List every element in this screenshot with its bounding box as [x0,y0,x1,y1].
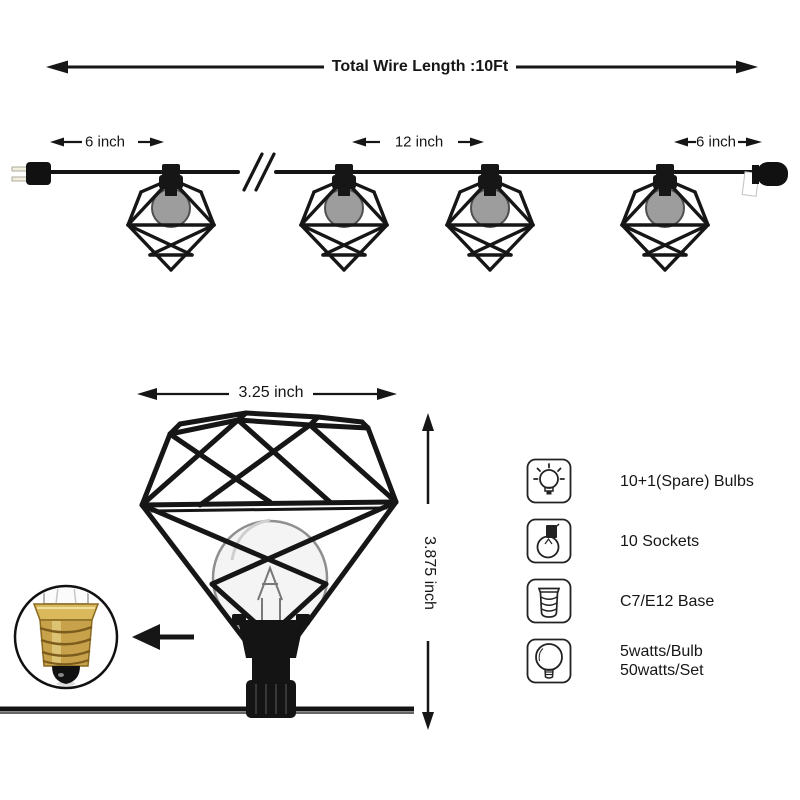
cage-light-2 [299,162,389,272]
cage-light-4 [620,162,710,272]
spec-row-watts: 5watts/Bulb 50watts/Set [526,638,754,684]
spec-list: 10+1(Spare) Bulbs 10 Sockets C7/E12 Bas [526,458,754,698]
inset-pointer-arrow [132,624,194,650]
detail-socket [232,614,310,718]
globe-bulb-icon [526,638,572,684]
cage-light-1 [126,162,216,272]
detail-wire [0,706,414,714]
segment-label-middle: 12 inch [394,133,444,151]
shining-bulb-icon [526,458,572,504]
connector-body [757,162,788,186]
plug-prong [11,166,29,172]
spec-row-bulbs: 10+1(Spare) Bulbs [526,458,754,504]
end-connector [741,162,788,197]
spec-label-watts: 5watts/Bulb 50watts/Set [620,642,704,680]
cage-height-label: 3.875 inch [421,536,438,610]
spec-label-watts-line1: 5watts/Bulb [620,643,703,660]
cage-width-label: 3.25 inch [238,384,304,401]
detail-cage-wires [139,410,399,655]
cage-light-3 [445,162,535,272]
base-closeup-inset [13,584,194,690]
spec-label-base: C7/E12 Base [620,592,715,610]
e12-base-icon [526,578,572,624]
segment-label-left: 6 inch [84,133,126,151]
bulb-socket-icon [526,518,572,564]
spec-label-sockets: 10 Sockets [620,532,700,550]
segment-dimension-right [674,137,762,147]
arrowhead-right [736,60,758,74]
plug-prong [11,176,29,182]
segment-dimension-middle [352,137,484,147]
total-wire-length-label: Total Wire Length :10Ft [331,58,509,75]
spec-label-bulbs: 10+1(Spare) Bulbs [620,472,754,490]
cage-light-detail [139,410,399,718]
plug-body [26,162,51,185]
segment-label-right: 6 inch [695,133,737,151]
power-plug [11,162,51,185]
wire-break-mark [242,152,276,192]
connector-flange [752,165,759,184]
total-length-dimension [46,60,758,74]
cage-height-dimension [422,413,434,730]
segment-dimension-left [50,137,164,147]
cage-width-dimension [137,388,397,400]
spec-row-sockets: 10 Sockets [526,518,754,564]
spec-label-watts-line2: 50watts/Set [620,662,704,679]
arrowhead-left [46,60,68,74]
spec-row-base: C7/E12 Base [526,578,754,624]
